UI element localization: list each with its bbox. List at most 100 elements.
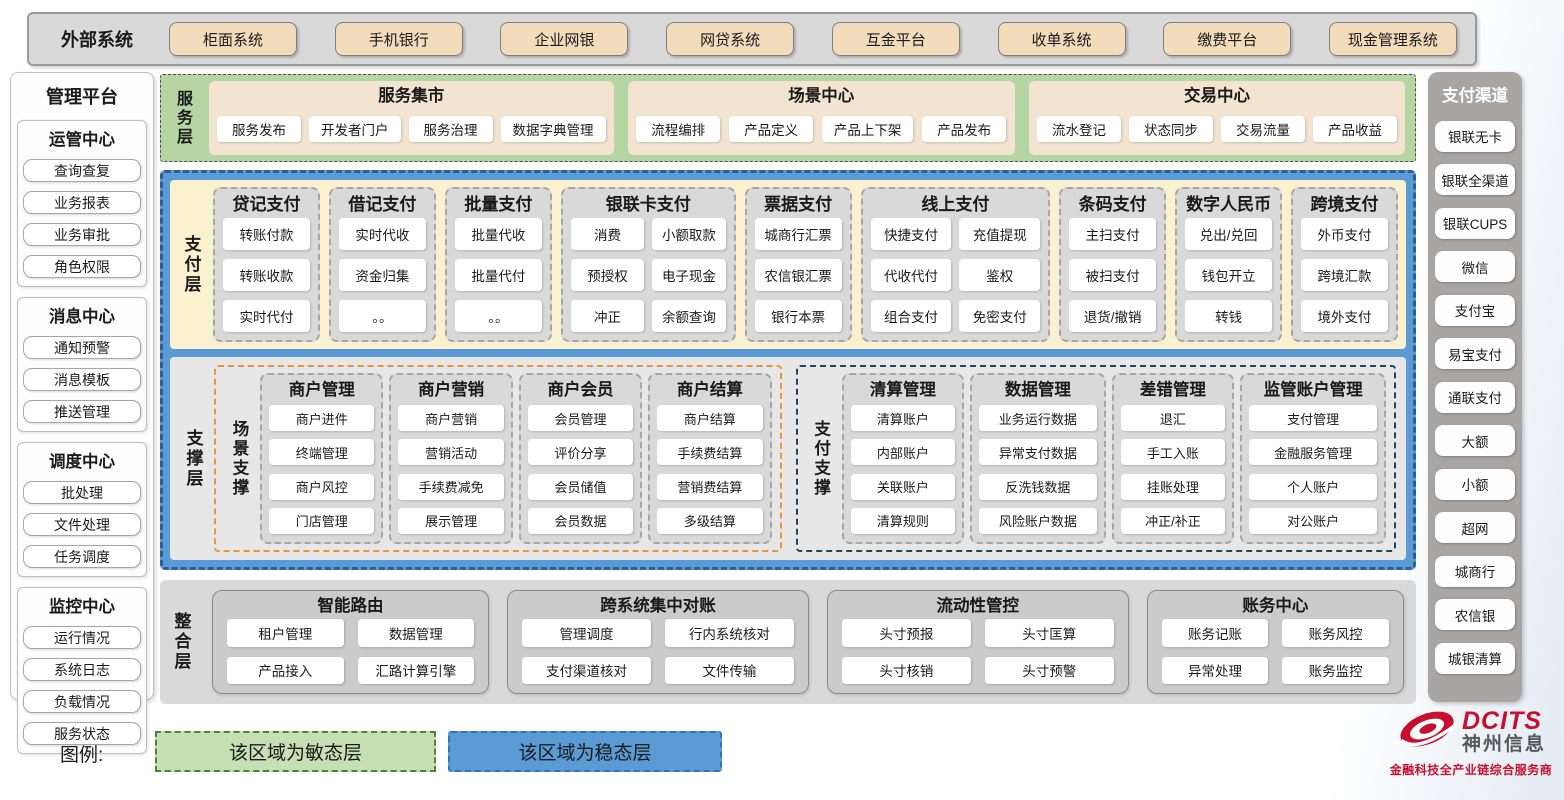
support-function-button[interactable]: 异常支付数据 — [979, 439, 1097, 466]
support-function-button[interactable]: 商户进件 — [269, 405, 375, 432]
payment-function-button[interactable]: 外币支付 — [1301, 218, 1389, 250]
payment-function-button[interactable]: 转账付款 — [223, 218, 310, 250]
support-function-button[interactable]: 商户风控 — [269, 473, 375, 500]
payment-function-button[interactable]: 农信银汇票 — [754, 259, 842, 291]
payment-channel-button[interactable]: 通联支付 — [1435, 381, 1515, 413]
payment-function-button[interactable]: 批量代付 — [454, 259, 542, 291]
payment-function-button[interactable]: 钱包开立 — [1185, 259, 1273, 291]
payment-function-button[interactable]: 退货/撤销 — [1069, 300, 1157, 332]
integration-function-button[interactable]: 账务记账 — [1161, 619, 1269, 647]
support-function-button[interactable]: 多级结算 — [657, 507, 763, 534]
management-function-button[interactable]: 系统日志 — [23, 658, 141, 681]
payment-function-button[interactable]: 跨境汇款 — [1301, 259, 1389, 291]
support-function-button[interactable]: 内部账户 — [850, 439, 956, 466]
management-function-button[interactable]: 业务报表 — [23, 191, 141, 214]
support-function-button[interactable]: 手续费结算 — [657, 439, 763, 466]
management-function-button[interactable]: 业务审批 — [23, 223, 141, 246]
external-system-button[interactable]: 手机银行 — [334, 22, 463, 56]
support-function-button[interactable]: 金融服务管理 — [1249, 439, 1377, 466]
service-function-button[interactable]: 开发者门户 — [309, 115, 401, 142]
management-function-button[interactable]: 批处理 — [23, 481, 141, 504]
external-system-button[interactable]: 企业网银 — [500, 22, 629, 56]
payment-function-button[interactable]: 快捷支付 — [870, 218, 952, 250]
support-function-button[interactable]: 门店管理 — [269, 507, 375, 534]
payment-function-button[interactable]: 组合支付 — [870, 300, 952, 332]
support-function-button[interactable]: 清算账户 — [850, 405, 956, 432]
management-function-button[interactable]: 推送管理 — [23, 400, 141, 423]
payment-function-button[interactable]: 资金归集 — [338, 259, 426, 291]
payment-function-button[interactable]: 电子现金 — [652, 259, 726, 291]
service-function-button[interactable]: 交易流量 — [1221, 115, 1305, 142]
integration-function-button[interactable]: 租户管理 — [227, 619, 344, 647]
support-function-button[interactable]: 会员数据 — [527, 507, 634, 534]
external-system-button[interactable]: 网贷系统 — [666, 22, 795, 56]
payment-function-button[interactable]: 。。 — [338, 300, 426, 332]
external-system-button[interactable]: 缴费平台 — [1163, 22, 1292, 56]
support-function-button[interactable]: 营销活动 — [398, 439, 504, 466]
payment-channel-button[interactable]: 大额 — [1435, 425, 1515, 456]
payment-function-button[interactable]: 实时代收 — [338, 218, 426, 250]
service-function-button[interactable]: 状态同步 — [1129, 115, 1213, 142]
external-system-button[interactable]: 现金管理系统 — [1328, 22, 1457, 56]
support-function-button[interactable]: 反洗钱数据 — [979, 473, 1097, 500]
payment-channel-button[interactable]: 银联无卡 — [1435, 120, 1515, 152]
payment-channel-button[interactable]: 农信银 — [1435, 599, 1515, 630]
management-function-button[interactable]: 文件处理 — [23, 513, 141, 536]
integration-function-button[interactable]: 数据管理 — [357, 619, 475, 647]
support-function-button[interactable]: 清算规则 — [850, 507, 956, 534]
payment-channel-button[interactable]: 银联CUPS — [1435, 207, 1515, 239]
integration-function-button[interactable]: 管理调度 — [522, 619, 651, 647]
payment-channel-button[interactable]: 城银清算 — [1435, 642, 1515, 674]
integration-function-button[interactable]: 头寸匡算 — [984, 619, 1114, 647]
support-function-button[interactable]: 支付管理 — [1249, 405, 1377, 432]
integration-function-button[interactable]: 汇路计算引擎 — [357, 656, 475, 684]
support-function-button[interactable]: 冲正/补正 — [1120, 507, 1226, 534]
payment-function-button[interactable]: 。。 — [454, 300, 542, 332]
payment-channel-button[interactable]: 支付宝 — [1435, 294, 1515, 326]
payment-channel-button[interactable]: 小额 — [1435, 468, 1515, 500]
support-function-button[interactable]: 对公账户 — [1249, 507, 1377, 534]
payment-function-button[interactable]: 转账收款 — [223, 259, 310, 291]
service-function-button[interactable]: 服务治理 — [408, 115, 493, 142]
integration-function-button[interactable]: 账务风控 — [1282, 619, 1390, 647]
integration-function-button[interactable]: 账务监控 — [1282, 656, 1390, 684]
service-function-button[interactable]: 产品上下架 — [821, 115, 914, 142]
payment-channel-button[interactable]: 超网 — [1435, 512, 1515, 543]
payment-function-button[interactable]: 消费 — [570, 218, 645, 250]
support-function-button[interactable]: 展示管理 — [398, 507, 504, 534]
management-function-button[interactable]: 服务状态 — [23, 722, 141, 745]
external-system-button[interactable]: 互金平台 — [831, 22, 960, 56]
integration-function-button[interactable]: 支付渠道核对 — [522, 656, 651, 684]
integration-function-button[interactable]: 异常处理 — [1161, 656, 1269, 684]
payment-function-button[interactable]: 银行本票 — [754, 300, 842, 332]
service-function-button[interactable]: 产品定义 — [729, 115, 814, 142]
service-function-button[interactable]: 数据字典管理 — [500, 115, 606, 142]
support-function-button[interactable]: 会员储值 — [527, 473, 634, 500]
payment-channel-button[interactable]: 微信 — [1435, 251, 1515, 282]
integration-function-button[interactable]: 头寸预报 — [841, 619, 971, 647]
payment-function-button[interactable]: 城商行汇票 — [754, 218, 842, 250]
external-system-button[interactable]: 柜面系统 — [169, 22, 297, 56]
support-function-button[interactable]: 关联账户 — [850, 473, 956, 500]
payment-channel-button[interactable]: 银联全渠道 — [1435, 164, 1515, 195]
management-function-button[interactable]: 角色权限 — [23, 255, 141, 278]
management-function-button[interactable]: 消息模板 — [23, 368, 141, 391]
management-function-button[interactable]: 查询查复 — [23, 159, 141, 182]
payment-function-button[interactable]: 批量代收 — [454, 218, 542, 250]
integration-function-button[interactable]: 产品接入 — [227, 656, 344, 684]
payment-function-button[interactable]: 主扫支付 — [1069, 218, 1157, 250]
support-function-button[interactable]: 手续费减免 — [398, 473, 504, 500]
payment-function-button[interactable]: 免密支付 — [959, 300, 1041, 332]
support-function-button[interactable]: 个人账户 — [1249, 473, 1377, 500]
external-system-button[interactable]: 收单系统 — [997, 22, 1126, 56]
support-function-button[interactable]: 业务运行数据 — [979, 405, 1097, 432]
support-function-button[interactable]: 手工入账 — [1120, 439, 1226, 466]
payment-function-button[interactable]: 代收代付 — [870, 259, 952, 291]
support-function-button[interactable]: 退汇 — [1120, 405, 1226, 432]
management-function-button[interactable]: 任务调度 — [23, 545, 141, 568]
management-function-button[interactable]: 负载情况 — [23, 690, 141, 713]
service-function-button[interactable]: 产品发布 — [922, 115, 1007, 142]
integration-function-button[interactable]: 文件传输 — [664, 656, 794, 684]
service-function-button[interactable]: 流水登记 — [1037, 115, 1121, 142]
payment-function-button[interactable]: 境外支付 — [1301, 300, 1389, 332]
